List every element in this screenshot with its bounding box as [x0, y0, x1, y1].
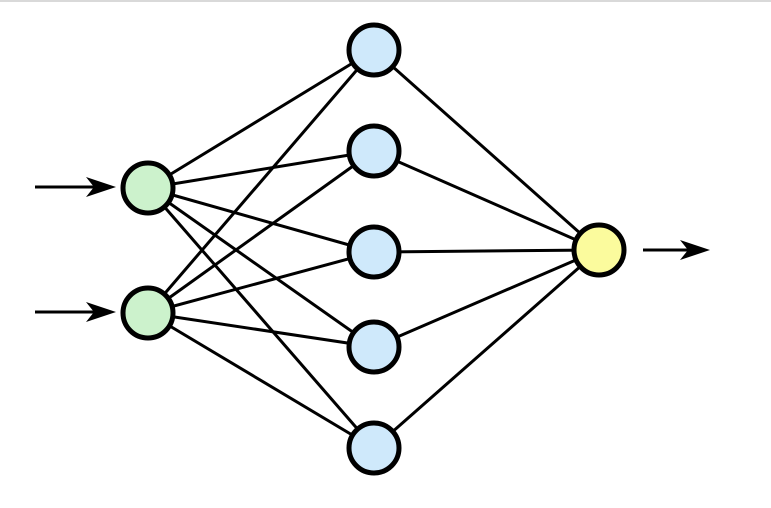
edge-in1-h2: [147, 149, 375, 190]
input-arrow-1-head-icon: [86, 177, 116, 197]
input-node-2: [120, 285, 176, 341]
input-arrow-2-head-icon: [86, 302, 116, 322]
edge-in2-h2: [147, 149, 375, 315]
edge-h3-out1: [373, 248, 600, 254]
input-node-1: [120, 160, 176, 216]
edge-in2-h5: [147, 311, 375, 450]
edge-in2-h4: [147, 311, 375, 349]
edge-h1-out1: [373, 48, 600, 252]
edge-in1-h1: [147, 48, 375, 190]
edge-in2-h1: [146, 49, 376, 314]
edge-in1-h5: [146, 187, 376, 449]
edge-h5-out1: [373, 248, 600, 450]
edge-in1-h3: [147, 186, 375, 254]
output-node-1: [571, 222, 627, 278]
hidden-node-1: [346, 22, 402, 78]
edge-in1-h4: [147, 186, 375, 349]
hidden-node-4: [346, 319, 402, 375]
hidden-node-3: [346, 224, 402, 280]
hidden-node-2: [346, 123, 402, 179]
hidden-node-5: [346, 420, 402, 476]
edge-h4-out1: [373, 248, 600, 349]
output-arrow-head-icon: [680, 240, 710, 260]
window-top-border: [0, 0, 771, 2]
edge-in2-h3: [147, 250, 375, 315]
edge-h2-out1: [373, 149, 600, 252]
